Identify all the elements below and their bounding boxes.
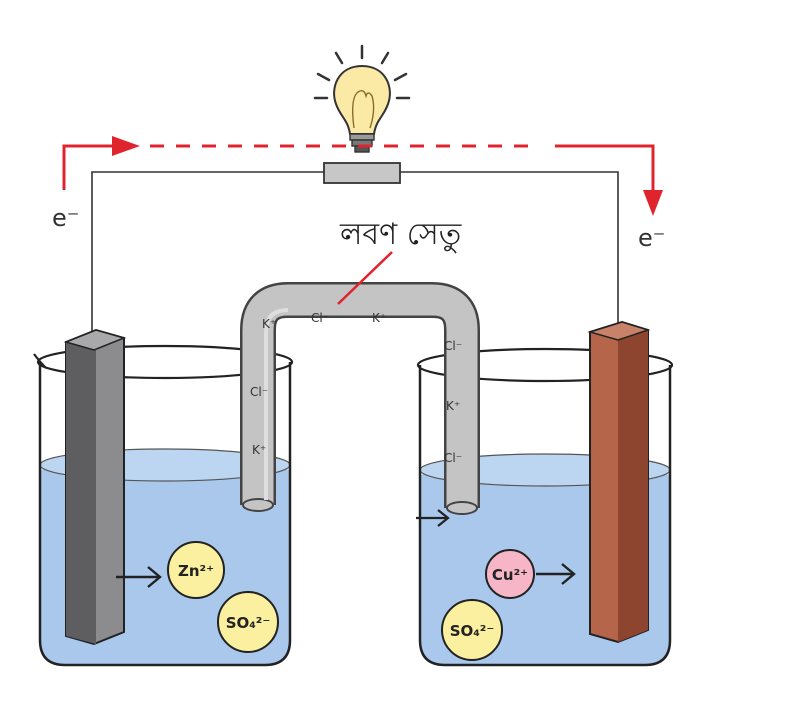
salt-bridge-pointer <box>337 251 393 305</box>
zn-ion-label: Zn²⁺ <box>178 562 214 580</box>
left-beaker-rim <box>36 344 294 380</box>
so4-ion-right-label: SO₄²⁻ <box>450 622 495 640</box>
left-beaker-glass <box>38 362 292 667</box>
bridge-ion-left-2: K⁺ <box>252 443 266 457</box>
right-beaker-glass <box>418 365 672 667</box>
right-beaker-rim <box>416 347 674 383</box>
light-bulb-icon <box>313 44 411 184</box>
bridge-ion-top-1: K⁺ <box>262 317 276 331</box>
bridge-ion-top-3: K⁺ <box>372 311 386 325</box>
bridge-ion-left-1: Cl⁻ <box>250 385 268 399</box>
salt-bridge-label: লবণ সেতু <box>339 217 462 253</box>
bridge-ion-right-3: Cl⁻ <box>444 451 462 465</box>
bridge-ion-top-2: Cl⁻ <box>311 311 329 325</box>
copper-electrode <box>587 320 651 644</box>
bridge-ion-right-1: Cl⁻ <box>444 339 462 353</box>
electron-label-right: e⁻ <box>638 224 665 252</box>
electron-flow-arrow <box>62 136 663 216</box>
so4-ion-left-label: SO₄²⁻ <box>226 614 271 632</box>
anion-migration-arrow <box>416 509 450 527</box>
so4-ion-left <box>217 591 279 653</box>
cu-ion <box>485 549 535 599</box>
cu-ion-label: Cu²⁺ <box>492 566 528 584</box>
cu-ion-arrow <box>536 563 576 585</box>
salt-bridge: K⁺ Cl⁻ K⁺ Cl⁻ K⁺ Cl⁻ K⁺ Cl⁻ <box>240 282 480 515</box>
external-wire <box>91 171 619 335</box>
zinc-electrode <box>63 328 127 646</box>
bridge-ion-right-2: K⁺ <box>446 399 460 413</box>
zn-ion <box>167 541 225 599</box>
zn-ion-arrow <box>116 566 162 588</box>
so4-ion-right <box>441 599 503 661</box>
bulb-holder <box>323 162 401 184</box>
electron-label-left: e⁻ <box>52 204 79 232</box>
